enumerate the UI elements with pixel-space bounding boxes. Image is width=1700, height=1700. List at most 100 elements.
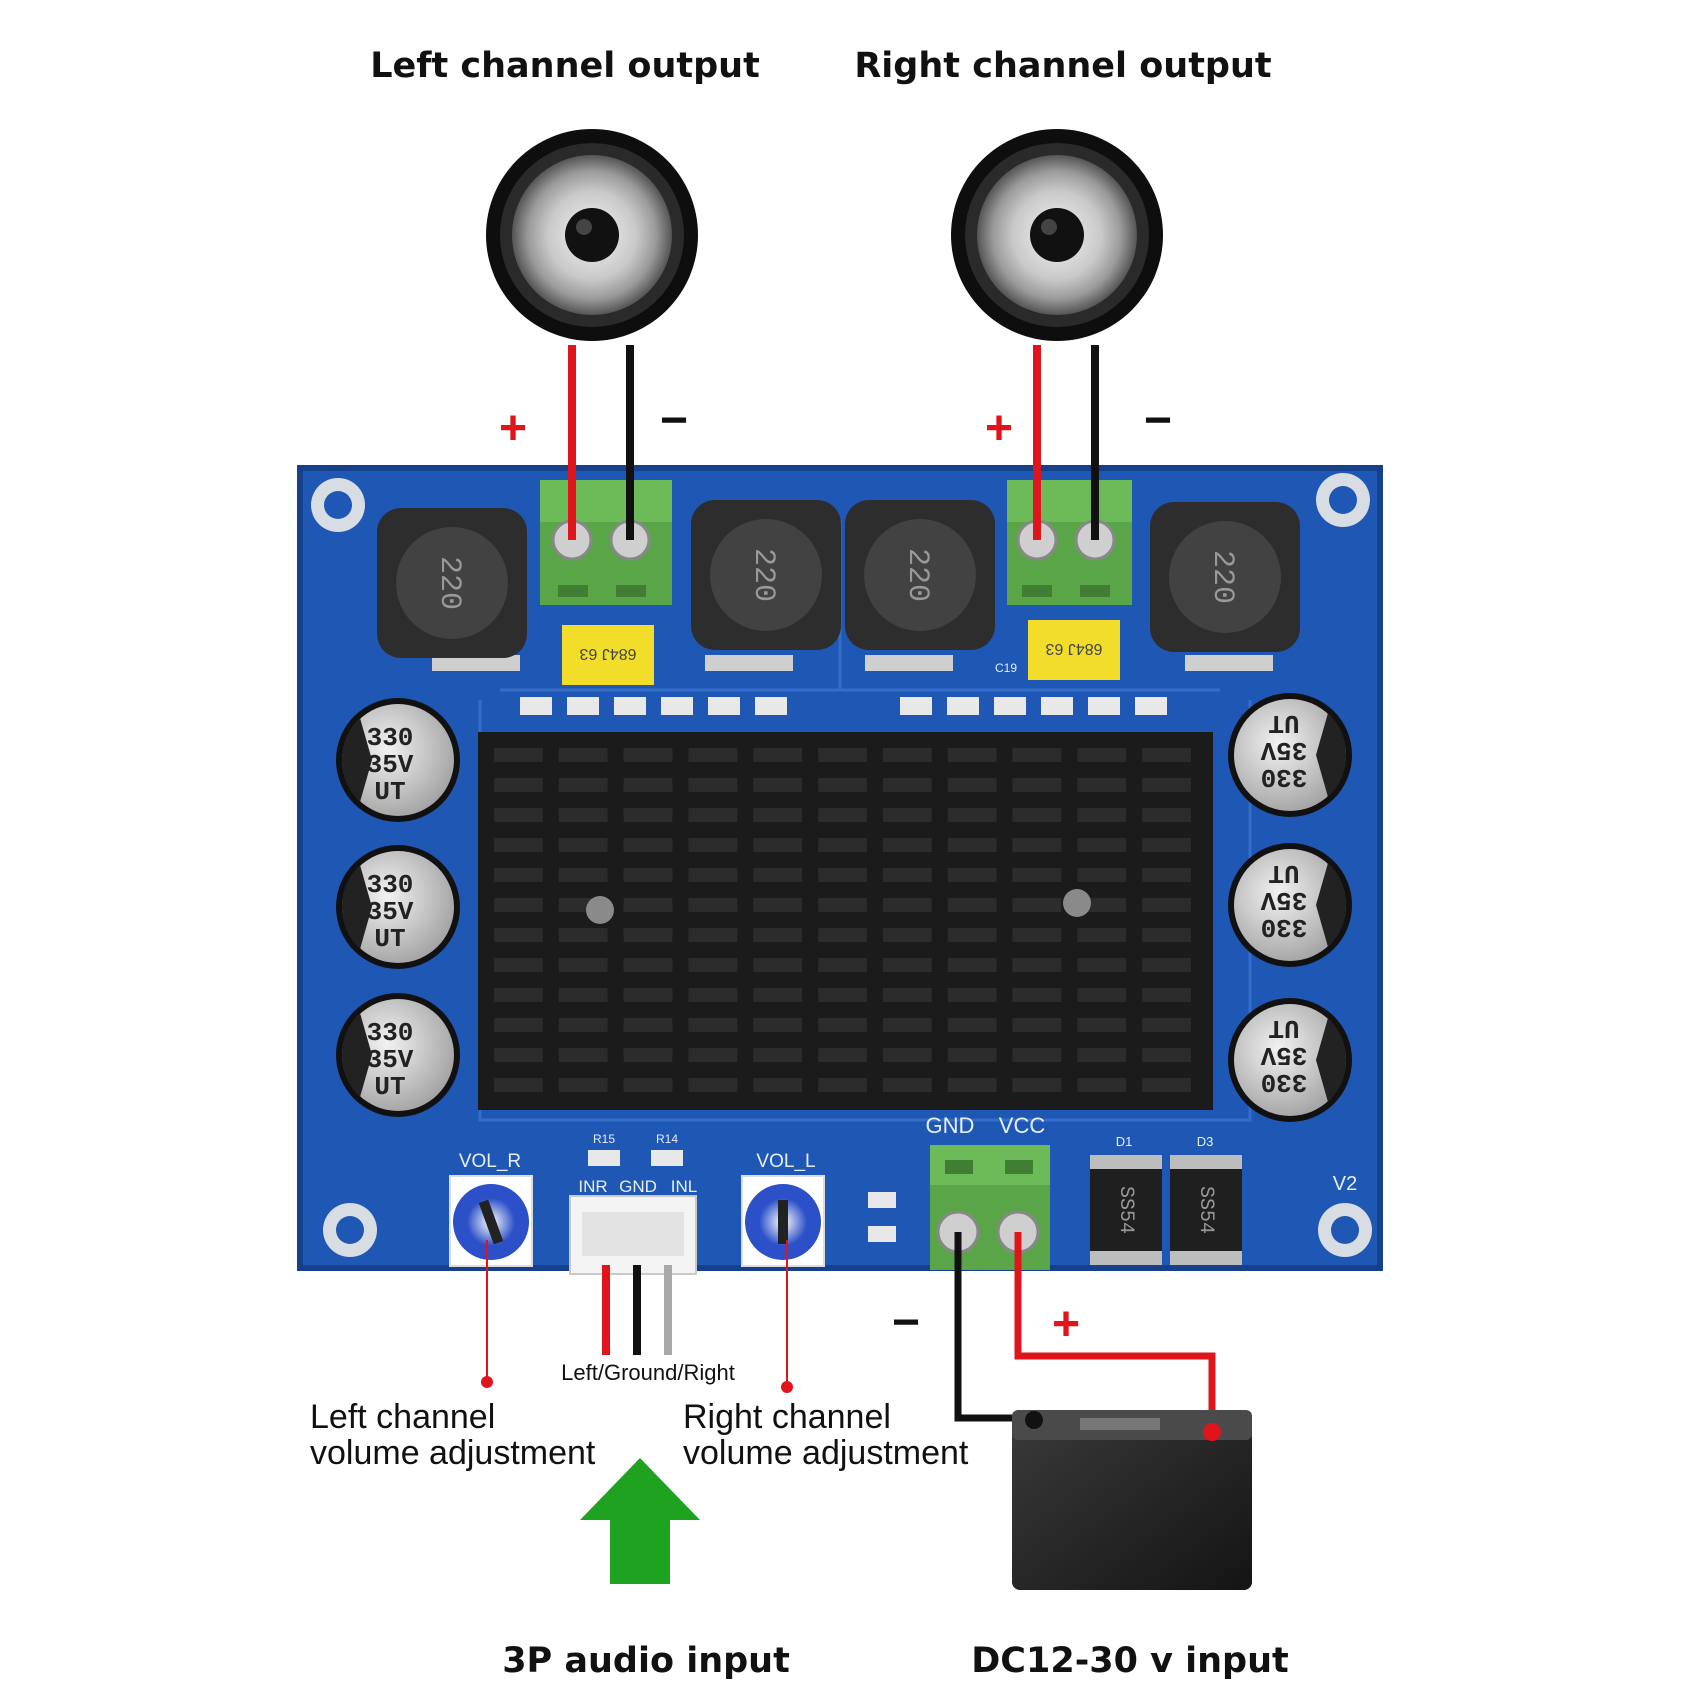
heatsink-fin <box>494 838 543 852</box>
heatsink-fin <box>558 988 608 1002</box>
heatsink-fin <box>1012 1018 1062 1032</box>
heatsink-fin <box>623 898 673 912</box>
heatsink-fin <box>494 958 543 972</box>
d1-label: D1 <box>1116 1134 1133 1149</box>
capacitor-left-1: 330 35V UT <box>336 698 460 822</box>
heatsink-fin <box>882 748 932 762</box>
heatsink-fin <box>1012 808 1062 822</box>
right-volume-label-line1: Right channel <box>683 1398 891 1436</box>
capacitor-value: 330 <box>367 1018 414 1048</box>
heatsink-fin <box>947 808 997 822</box>
right-minus-sign: − <box>1144 394 1172 447</box>
capacitor-voltage: 35V <box>1260 1040 1307 1070</box>
heatsink-fin <box>753 778 803 792</box>
heatsink-fin <box>623 838 673 852</box>
heatsink-fin <box>753 748 803 762</box>
heatsink-fin <box>818 1018 867 1032</box>
heatsink-fin <box>818 1048 867 1062</box>
inductor-label: 220 <box>746 548 780 602</box>
heatsink-fin <box>1077 958 1127 972</box>
power-wires <box>954 1232 1216 1432</box>
heatsink-fin <box>1077 748 1127 762</box>
left-output-terminal <box>540 480 672 605</box>
capacitor-value: 330 <box>1261 1067 1308 1097</box>
inductor-label: 220 <box>1205 550 1239 604</box>
capacitor-value: 330 <box>367 723 414 753</box>
heatsink-fin <box>753 958 803 972</box>
heatsink-fin <box>1077 838 1127 852</box>
heatsink-fin <box>558 1048 608 1062</box>
inductor-1: 220 <box>377 508 527 671</box>
heatsink-fin <box>1012 838 1062 852</box>
left-volume-potentiometer[interactable] <box>449 1175 533 1267</box>
heatsink-fin <box>1142 838 1191 852</box>
audio-input-title: 3P audio input <box>502 1641 790 1681</box>
heatsink-fin <box>882 1018 932 1032</box>
heatsink-fin <box>558 928 608 942</box>
heatsink-fin <box>623 808 673 822</box>
heatsink-fin <box>882 868 932 882</box>
heatsink-fin <box>1077 1048 1127 1062</box>
diode-d3: SS54 <box>1170 1155 1242 1265</box>
heatsink-fin <box>623 1078 673 1092</box>
heatsink-fin <box>947 928 997 942</box>
heatsink-fin <box>947 868 997 882</box>
heatsink-fin <box>1012 748 1062 762</box>
heatsink <box>478 732 1213 1110</box>
capacitor-value: 330 <box>367 870 414 900</box>
heatsink-fin <box>688 1078 738 1092</box>
capacitor-series: UT <box>374 924 405 954</box>
right-speaker-icon <box>951 129 1163 341</box>
heatsink-fin <box>1077 778 1127 792</box>
heatsink-fin <box>558 748 608 762</box>
right-volume-potentiometer[interactable] <box>741 1175 825 1267</box>
right-plus-sign: + <box>985 402 1013 455</box>
heatsink-fin <box>1077 1078 1127 1092</box>
heatsink-fin <box>623 1018 673 1032</box>
audio-input-wires <box>602 1265 672 1355</box>
heatsink-fin <box>818 808 867 822</box>
capacitor-series: UT <box>1268 1013 1299 1043</box>
capacitor-voltage: 35V <box>367 897 414 927</box>
heatsink-fin <box>882 778 932 792</box>
power-plus-sign: + <box>1052 1298 1080 1351</box>
left-plus-sign: + <box>499 402 527 455</box>
heatsink-fin <box>882 1078 932 1092</box>
heatsink-fin <box>688 748 738 762</box>
heatsink-fin <box>1142 958 1191 972</box>
heatsink-fin <box>1142 808 1191 822</box>
r15-label: R15 <box>593 1132 615 1146</box>
capacitor-voltage: 35V <box>367 750 414 780</box>
diode-label: SS54 <box>1114 1186 1137 1234</box>
heatsink-fin <box>947 958 997 972</box>
heatsink-fin <box>882 898 932 912</box>
heatsink-fin <box>1077 928 1127 942</box>
right-channel-output-title: Right channel output <box>854 46 1271 86</box>
inr-label: INR <box>578 1177 607 1196</box>
amplifier-board: 220 220 220 220 <box>297 465 1383 1275</box>
heatsink-fin <box>688 808 738 822</box>
left-speaker-wires <box>568 345 634 540</box>
smd-led <box>868 1192 896 1208</box>
film-capacitor: 684J 63 <box>562 625 654 685</box>
inl-label: INL <box>671 1177 697 1196</box>
capacitor-series: UT <box>374 777 405 807</box>
heatsink-fin <box>494 988 543 1002</box>
mounting-hole <box>1316 473 1370 527</box>
heatsink-fin <box>688 838 738 852</box>
capacitor-left-3: 330 35V UT <box>336 993 460 1117</box>
capacitor-right-3: 330 35V UT <box>1228 998 1352 1122</box>
heatsink-fin <box>1142 748 1191 762</box>
heatsink-fin <box>558 838 608 852</box>
right-speaker-wires <box>1033 345 1099 540</box>
heatsink-fin <box>1012 778 1062 792</box>
gnd-label: GND <box>926 1113 975 1138</box>
vcc-label: VCC <box>999 1113 1046 1138</box>
heatsink-fin <box>1012 898 1062 912</box>
heatsink-fin <box>1142 928 1191 942</box>
audio-input-arrow-icon <box>580 1458 700 1584</box>
left-channel-output-title: Left channel output <box>370 46 760 86</box>
heatsink-fin <box>818 838 867 852</box>
left-speaker-icon <box>486 129 698 341</box>
right-volume-pointer <box>781 1240 793 1393</box>
